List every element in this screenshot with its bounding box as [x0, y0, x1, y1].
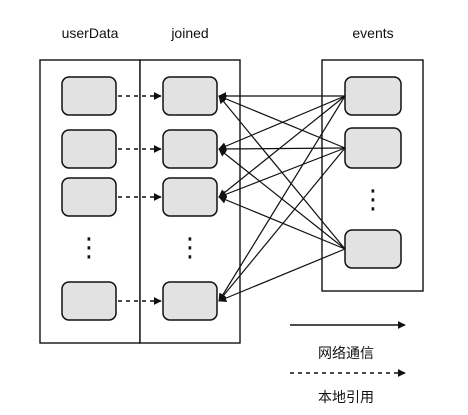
joined-ellipsis: ⋮ [177, 233, 203, 263]
userdata-node [61, 129, 117, 169]
edge-layer [118, 92, 346, 305]
joined-node [162, 177, 218, 217]
legend-network-label: 网络通信 [318, 346, 374, 362]
network-communication-arrow [218, 144, 346, 153]
network-communication-arrow [218, 95, 346, 198]
userdata-node [61, 281, 117, 321]
network-communication-arrow [218, 95, 346, 250]
events-column-title: events [352, 25, 393, 41]
network-communication-arrow [218, 148, 346, 250]
events-node [344, 229, 402, 269]
events-node [344, 76, 402, 116]
events-node [344, 127, 402, 169]
userdata-ellipsis: ⋮ [76, 233, 102, 263]
userdata-node [61, 177, 117, 217]
network-communication-arrow [218, 248, 346, 302]
network-communication-arrow [218, 95, 346, 149]
userdata-column-title: userData [62, 25, 119, 41]
joined-column-title: joined [170, 25, 208, 41]
joined-node [162, 129, 218, 169]
joined-node [162, 76, 218, 116]
events-ellipsis: ⋮ [360, 185, 386, 215]
network-communication-arrow [218, 147, 346, 302]
legend-local-label: 本地引用 [318, 390, 374, 406]
network-communication-arrow [218, 196, 346, 250]
joined-node [162, 281, 218, 321]
userdata-node [61, 76, 117, 116]
